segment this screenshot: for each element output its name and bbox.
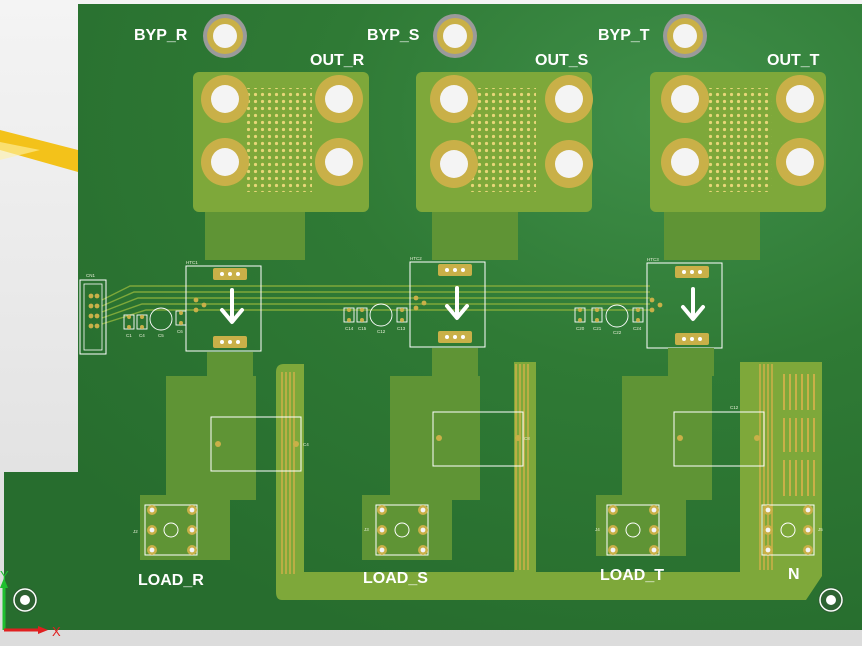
signal-traces	[101, 285, 650, 325]
out-r-pads	[201, 75, 363, 186]
small-pads	[127, 295, 663, 329]
label-load-t: LOAD_T	[600, 567, 664, 584]
bypass-pads	[203, 14, 707, 58]
neutral-bus	[276, 362, 822, 600]
connector-cn1	[79, 279, 107, 355]
out-t-pads	[661, 75, 824, 186]
designator-r4: C4	[303, 442, 309, 447]
label-neutral: N	[788, 566, 800, 583]
shunt-outlines	[210, 411, 765, 472]
axis-gizmo: Y X	[0, 568, 61, 639]
label-out-s: OUT_S	[535, 52, 589, 69]
label-out-t: OUT_T	[767, 52, 820, 69]
x-axis-label: X	[52, 624, 61, 639]
designator-c1: C1	[126, 333, 132, 338]
designator-ct2: HTC2	[410, 256, 422, 261]
designator-c5: C5	[158, 333, 164, 338]
designator-c6: C6	[177, 329, 183, 334]
view-artifact	[0, 130, 78, 172]
designator-ct1: HTC1	[186, 260, 198, 265]
designator-j5: J5	[818, 527, 823, 532]
designator-cn1: CN1	[86, 273, 95, 278]
label-load-r: LOAD_R	[138, 572, 204, 589]
designator-c4: C4	[139, 333, 145, 338]
designator-c15: C15	[358, 326, 367, 331]
designator-c14: C14	[345, 326, 354, 331]
designator-c20: C20	[576, 326, 585, 331]
label-out-r: OUT_R	[310, 52, 365, 69]
y-axis-label: Y	[0, 568, 9, 583]
designator-ct3: HTC3	[647, 257, 659, 262]
designator-j4: J4	[595, 527, 600, 532]
shunt-pads	[215, 435, 760, 447]
load-copper	[140, 348, 714, 560]
designator-r8: C8	[524, 436, 530, 441]
out-s-pads	[430, 75, 593, 188]
designator-r12: C12	[730, 405, 739, 410]
ct-footprints	[185, 261, 723, 352]
load-terminals	[144, 504, 815, 556]
label-byp-t: BYP_T	[598, 27, 650, 44]
designator-c24: C24	[633, 326, 642, 331]
label-byp-r: BYP_R	[134, 27, 188, 44]
designator-c22: C22	[613, 330, 622, 335]
designator-c13: C13	[397, 326, 406, 331]
designator-j3: J3	[364, 527, 369, 532]
designator-c21: C21	[593, 326, 602, 331]
mounting-holes	[12, 587, 844, 613]
label-byp-s: BYP_S	[367, 27, 420, 44]
label-load-s: LOAD_S	[363, 570, 428, 587]
designator-j2: J2	[133, 529, 138, 534]
designator-c12: C12	[377, 329, 386, 334]
